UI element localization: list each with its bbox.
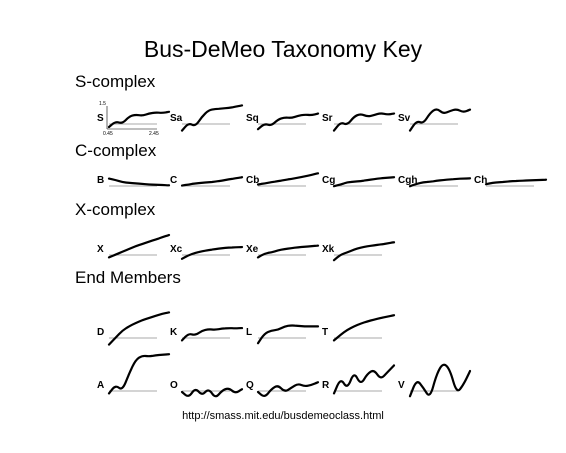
spectrum-curve-sa xyxy=(180,104,244,132)
class-label-xc: Xc xyxy=(170,244,183,255)
class-label-xk: Xk xyxy=(322,244,335,255)
class-label-sr: Sr xyxy=(322,113,333,124)
axis-tick-xmin: 0.45 xyxy=(103,131,113,137)
class-label-sq: Sq xyxy=(246,113,259,124)
class-panel-sq: Sq xyxy=(246,112,320,131)
page-title: Bus-DeMeo Taxonomy Key xyxy=(143,36,423,62)
class-label-t: T xyxy=(322,327,328,338)
class-label-v: V xyxy=(398,380,405,391)
class-panel-v: V xyxy=(398,363,472,398)
class-panel-d: D xyxy=(97,311,171,346)
class-panel-q: Q xyxy=(246,380,320,398)
class-panel-a: A xyxy=(97,353,171,395)
class-panel-cb: Cb xyxy=(246,172,320,187)
spectrum-curve-xe xyxy=(256,244,320,259)
class-label-b: B xyxy=(97,175,104,186)
class-panel-xc: Xc xyxy=(170,244,244,260)
class-panel-k: K xyxy=(170,326,244,342)
spectrum-curve-x xyxy=(107,233,171,259)
class-label-o: O xyxy=(170,380,178,391)
section-label-x-complex: X-complex xyxy=(75,200,156,219)
class-label-c: C xyxy=(170,175,177,186)
spectrum-curve-a xyxy=(107,353,171,395)
class-panel-b: B xyxy=(97,175,171,187)
axis-tick-ymax: 1.5 xyxy=(99,101,106,107)
spectrum-curve-o xyxy=(180,387,244,398)
spectrum-curve-cgh xyxy=(408,177,472,188)
class-panel-t: T xyxy=(322,314,396,342)
section-label-s-complex: S-complex xyxy=(75,72,156,91)
spectrum-curve-xc xyxy=(180,245,244,260)
class-label-a: A xyxy=(97,380,104,391)
class-panel-l: L xyxy=(246,324,320,345)
class-label-cb: Cb xyxy=(246,175,259,186)
class-label-sa: Sa xyxy=(170,113,183,124)
class-panel-cg: Cg xyxy=(322,175,396,188)
footer-url: http://smass.mit.edu/busdemeoclass.html xyxy=(182,410,384,422)
section-label-c-complex: C-complex xyxy=(75,141,157,160)
spectrum-curve-v xyxy=(408,363,472,398)
class-panel-sv: Sv xyxy=(398,108,472,132)
class-label-x: X xyxy=(97,244,104,255)
spectrum-curve-cg xyxy=(332,176,396,188)
spectrum-curve-k xyxy=(180,326,244,342)
class-panel-r: R xyxy=(322,364,396,395)
class-label-cgh: Cgh xyxy=(398,175,417,186)
axis-tick-xmax: 2.45 xyxy=(149,131,159,137)
spectrum-curve-t xyxy=(332,314,396,342)
class-panel-x: X xyxy=(97,233,171,259)
spectrum-curve-s xyxy=(107,110,171,129)
spectrum-curve-l xyxy=(256,324,320,345)
class-label-xe: Xe xyxy=(246,244,259,255)
class-label-k: K xyxy=(170,327,178,338)
class-panel-sa: Sa xyxy=(170,104,244,132)
class-panel-cgh: Cgh xyxy=(398,175,472,188)
class-label-ch: Ch xyxy=(474,175,487,186)
spectrum-curve-xk xyxy=(332,241,396,262)
class-label-sv: Sv xyxy=(398,113,411,124)
class-label-cg: Cg xyxy=(322,175,335,186)
spectrum-curve-r xyxy=(332,364,396,395)
spectrum-curve-sr xyxy=(332,112,396,132)
class-panel-o: O xyxy=(170,380,244,398)
spectrum-curve-c xyxy=(180,176,244,187)
class-label-s: S xyxy=(97,113,104,124)
spectrum-curve-sq xyxy=(256,112,320,131)
class-panel-xe: Xe xyxy=(246,244,320,259)
class-panel-xk: Xk xyxy=(322,241,396,262)
class-label-l: L xyxy=(246,327,252,338)
spectrum-curve-d xyxy=(107,311,171,346)
spectrum-curve-b xyxy=(107,177,171,187)
class-panel-s: S 1.5 0.45 2.45 xyxy=(97,101,171,137)
class-panel-ch: Ch xyxy=(474,175,548,187)
class-panel-c: C xyxy=(170,175,244,187)
spectrum-curve-q xyxy=(256,381,320,398)
reference-axis: 1.5 0.45 2.45 xyxy=(99,101,159,137)
class-label-r: R xyxy=(322,380,330,391)
spectrum-curve-ch xyxy=(484,178,548,186)
class-label-d: D xyxy=(97,327,104,338)
spectrum-curve-sv xyxy=(408,108,472,132)
class-panel-sr: Sr xyxy=(322,112,396,132)
section-label-end-members: End Members xyxy=(75,268,181,287)
class-label-q: Q xyxy=(246,380,254,391)
spectrum-curve-cb xyxy=(256,172,320,186)
